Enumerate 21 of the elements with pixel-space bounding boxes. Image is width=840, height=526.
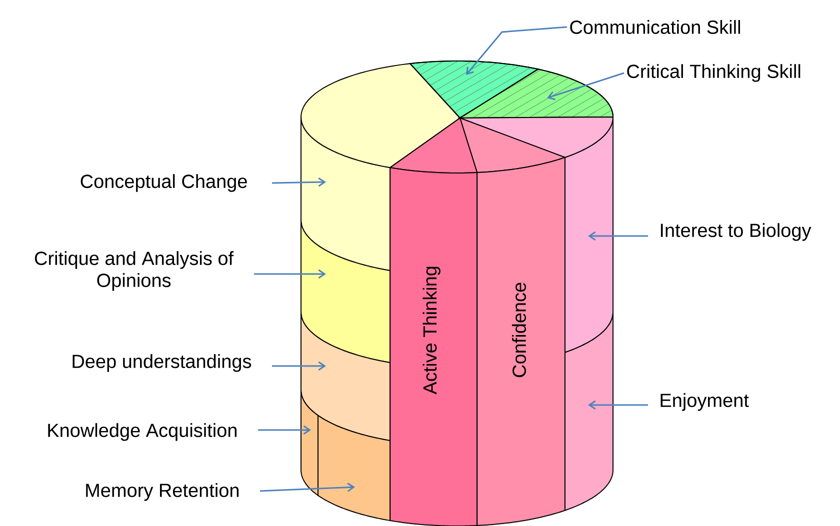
label: Enjoyment: [660, 393, 749, 411]
leader-arrow: [272, 178, 326, 187]
leader-arrow: [588, 231, 648, 241]
node-label: Confidence: [512, 282, 526, 378]
leader-arrow: [258, 425, 311, 435]
leader-arrow: [466, 26, 568, 75]
label: Knowledge Acquisition: [48, 423, 237, 441]
leader-arrow: [272, 361, 326, 371]
label: Critique and Analysis of Opinions: [34, 251, 234, 291]
label: Critical Thinking Skill: [627, 64, 800, 82]
band: Active Thinking: [390, 167, 478, 526]
label: Interest to Biology: [660, 223, 812, 241]
label: Deep understandings: [72, 354, 252, 372]
leader-arrow: [547, 72, 624, 100]
label: Conceptual Change: [80, 174, 247, 192]
label: Communication Skill: [570, 20, 740, 34]
label: Memory Retention: [86, 483, 239, 501]
band: Confidence: [476, 156, 566, 526]
leader-arrow: [260, 482, 355, 492]
leader-arrow: [254, 269, 326, 279]
leader-arrow: [588, 400, 648, 410]
